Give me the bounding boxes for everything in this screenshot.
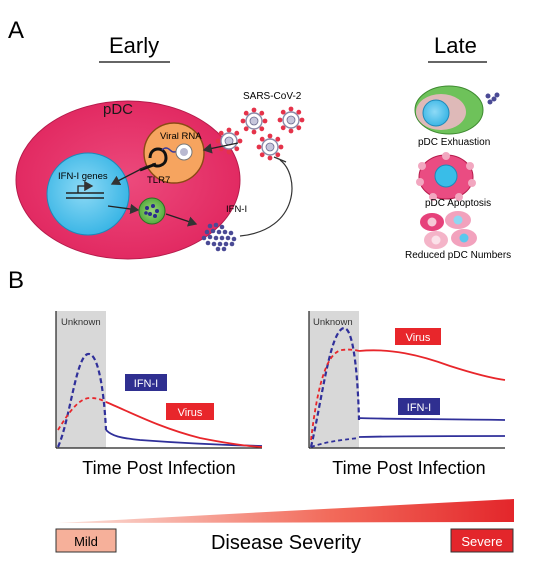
tlr7-receptor-icon	[139, 143, 193, 172]
right-unknown-label: Unknown	[313, 317, 353, 328]
mild-label: Mild	[74, 534, 98, 549]
transcription-arrow	[107, 203, 140, 215]
virus-label: SARS-CoV-2	[243, 91, 302, 102]
nucleus	[46, 152, 130, 236]
virus-cluster	[214, 105, 306, 162]
entry-arrow	[202, 142, 239, 154]
left-virus-curve	[105, 401, 263, 448]
left-unknown-region	[56, 311, 106, 448]
ifn-genes-label: IFN-I genes	[58, 171, 108, 182]
right-unknown-region	[309, 311, 359, 448]
panel-a-label: A	[8, 17, 24, 44]
severe-box	[450, 528, 514, 553]
inhibition-bar	[273, 156, 287, 163]
right-virus-curve	[358, 349, 506, 381]
right-plot: Unknown Virus IFN-I Time Post Infection	[308, 311, 506, 478]
right-x-label: Time Post Infection	[332, 458, 485, 478]
right-ifn-dashed-curve	[309, 326, 361, 448]
right-ifn-low-dashed	[310, 437, 360, 448]
left-ifn-dashed-curve	[56, 352, 108, 448]
left-ifn-tag	[125, 374, 167, 391]
late-item-apoptosis: pDC Apoptosis	[425, 198, 491, 209]
reduced-cells-icon	[420, 211, 477, 249]
left-virus-label: Virus	[178, 407, 203, 419]
mild-box	[55, 528, 117, 553]
signal-arrow	[110, 165, 148, 186]
late-item-exhaustion: pDC Exhuastion	[418, 137, 490, 148]
late-item-reduced: Reduced pDC Numbers	[405, 250, 511, 261]
secretion-arrow	[165, 213, 198, 227]
ifn-vesicle	[138, 197, 166, 225]
ifn-label-a: IFN-I	[226, 204, 247, 215]
left-ifn-label: IFN-I	[134, 378, 158, 390]
gene-icon	[66, 180, 104, 199]
right-ifn-curve	[358, 417, 506, 421]
right-virus-tag	[395, 328, 441, 345]
inhibition-arc	[239, 159, 293, 237]
left-ifn-curve	[105, 429, 263, 447]
early-title: Early	[109, 33, 159, 58]
ifn-molecules	[201, 222, 237, 252]
left-virus-tag	[166, 403, 214, 420]
right-ifn-tag	[398, 398, 440, 415]
viral-rna-label: Viral RNA	[160, 131, 202, 142]
pdc-label: pDC	[103, 101, 133, 118]
left-unknown-label: Unknown	[61, 317, 101, 328]
left-virus-dashed-curve	[57, 397, 107, 431]
severity-wedge	[58, 499, 514, 523]
exhaustion-cell-icon	[414, 85, 500, 135]
panel-b-label: B	[8, 267, 24, 294]
severe-label: Severe	[461, 534, 502, 549]
tlr7-label: TLR7	[147, 175, 170, 186]
apoptosis-cell-icon	[416, 152, 476, 201]
left-plot: Unknown IFN-I Virus Time Post Infection	[55, 311, 263, 478]
left-x-label: Time Post Infection	[82, 458, 235, 478]
late-title: Late	[434, 33, 477, 58]
right-virus-label: Virus	[406, 332, 431, 344]
severity-title: Disease Severity	[211, 532, 361, 554]
right-ifn-baseline	[358, 435, 506, 438]
right-ifn-label: IFN-I	[407, 402, 431, 414]
